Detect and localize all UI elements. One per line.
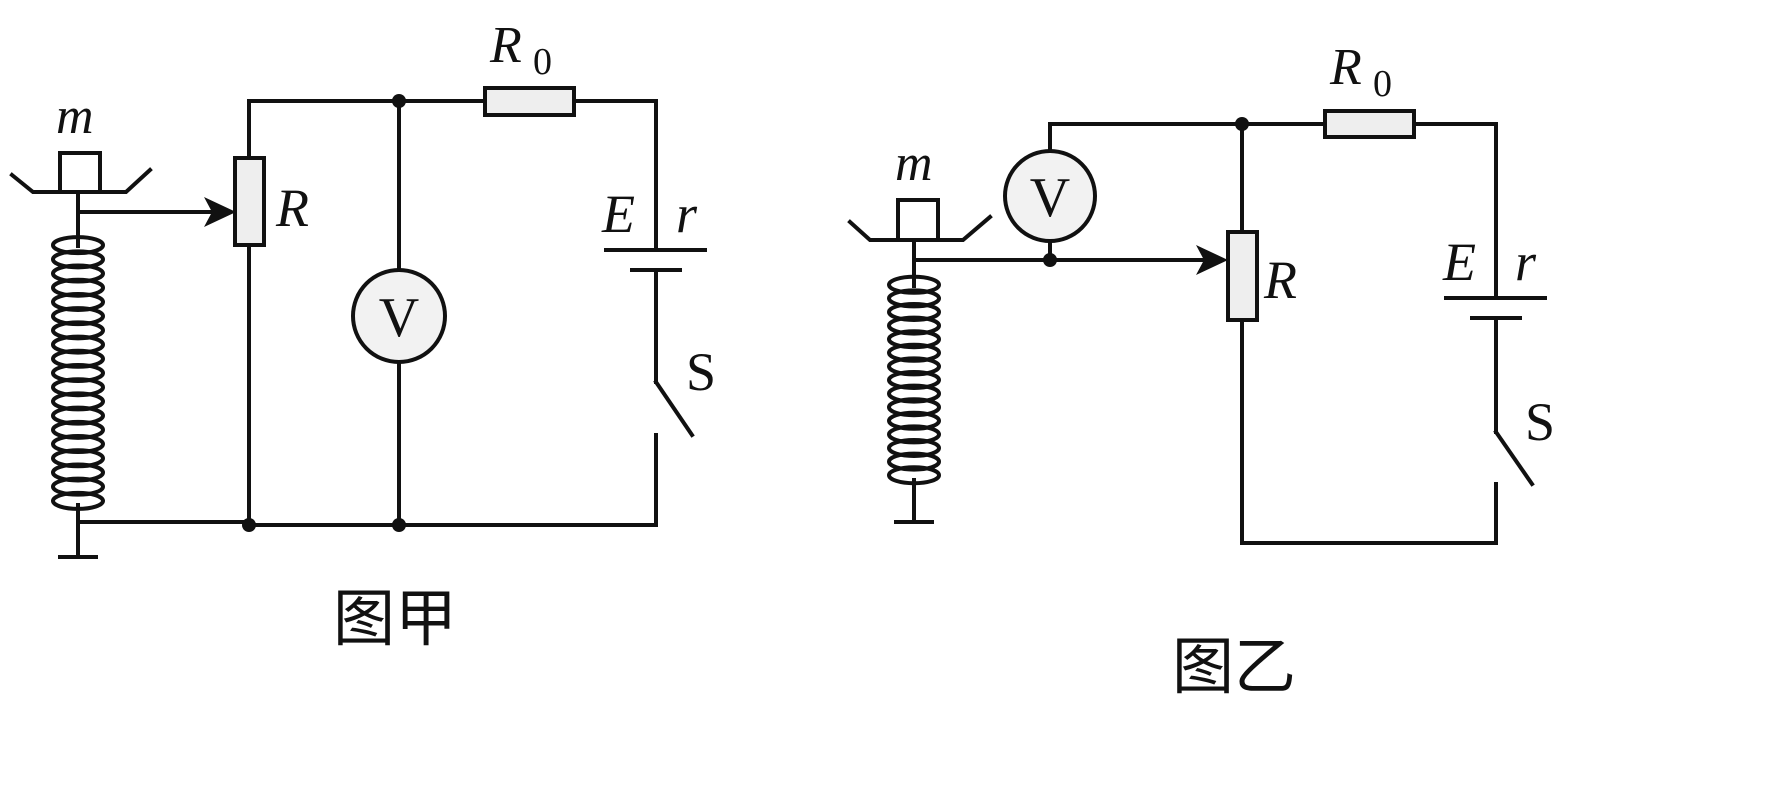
fig2-slider-arrow <box>1196 245 1228 275</box>
fig1-platform <box>9 167 153 194</box>
spring-coil-loop <box>887 302 941 322</box>
spring-coil-loop <box>887 383 941 404</box>
fig1-mass-label: m <box>56 88 94 145</box>
fig2-rheostat-label: R <box>1263 250 1297 310</box>
spring-coil-loop <box>887 288 941 309</box>
fig1-spring <box>51 232 105 511</box>
fig2-voltmeter-label: V <box>1030 167 1070 229</box>
fig2-internal-resistance-label: r <box>1515 232 1537 292</box>
fig1-junction <box>392 518 406 532</box>
fig2-junction <box>1043 253 1057 267</box>
fig2-mass-block <box>896 198 940 242</box>
fig2-mass-label: m <box>895 135 933 192</box>
fig2-rheostat <box>1226 230 1259 322</box>
fig2-emf-label: E <box>1442 232 1476 292</box>
spring-coil-loop <box>887 397 941 418</box>
fig1-junction <box>242 518 256 532</box>
figure-yi: m V R 0 R E r S <box>847 39 1555 703</box>
fig2-switch-blade <box>1493 429 1535 487</box>
fig1-junction <box>392 94 406 108</box>
spring-coil-loop <box>887 356 941 377</box>
spring-coil-loop <box>887 410 941 431</box>
fig1-slider-arrow <box>204 197 236 227</box>
fig2-platform <box>847 214 993 242</box>
fig2-junction <box>1235 117 1249 131</box>
fig1-caption: 图甲 <box>333 582 457 655</box>
fig2-switch-label: S <box>1525 392 1555 452</box>
spring-coil-loop <box>887 438 941 458</box>
spring-coil-loop <box>887 451 941 472</box>
fig1-voltmeter-label: V <box>379 287 419 349</box>
fig2-fixed-resistor <box>1323 109 1416 139</box>
fig1-fixed-resistor-subscript: 0 <box>533 41 552 83</box>
spring-coil-loop <box>887 370 941 390</box>
fig2-fixed-resistor-subscript: 0 <box>1373 63 1392 105</box>
fig2-caption: 图乙 <box>1172 630 1296 703</box>
fig2-fixed-resistor-label: R <box>1329 39 1362 96</box>
fig1-fixed-resistor-label: R <box>489 17 522 74</box>
fig1-internal-resistance-label: r <box>676 184 698 244</box>
fig1-mass-block <box>58 151 102 194</box>
figure-jia: m R R 0 V E r S <box>9 17 716 655</box>
spring-coil-loop <box>887 342 941 363</box>
fig1-switch-blade <box>653 379 695 438</box>
fig1-fixed-resistor <box>483 86 576 117</box>
fig1-switch-label: S <box>686 342 716 402</box>
fig2-spring <box>887 272 941 486</box>
fig1-emf-label: E <box>601 184 635 244</box>
spring-coil-loop <box>887 315 941 336</box>
fig1-rheostat-label: R <box>275 178 309 238</box>
spring-coil-loop <box>887 424 941 445</box>
fig1-rheostat <box>233 156 266 247</box>
spring-coil-loop <box>887 329 941 350</box>
